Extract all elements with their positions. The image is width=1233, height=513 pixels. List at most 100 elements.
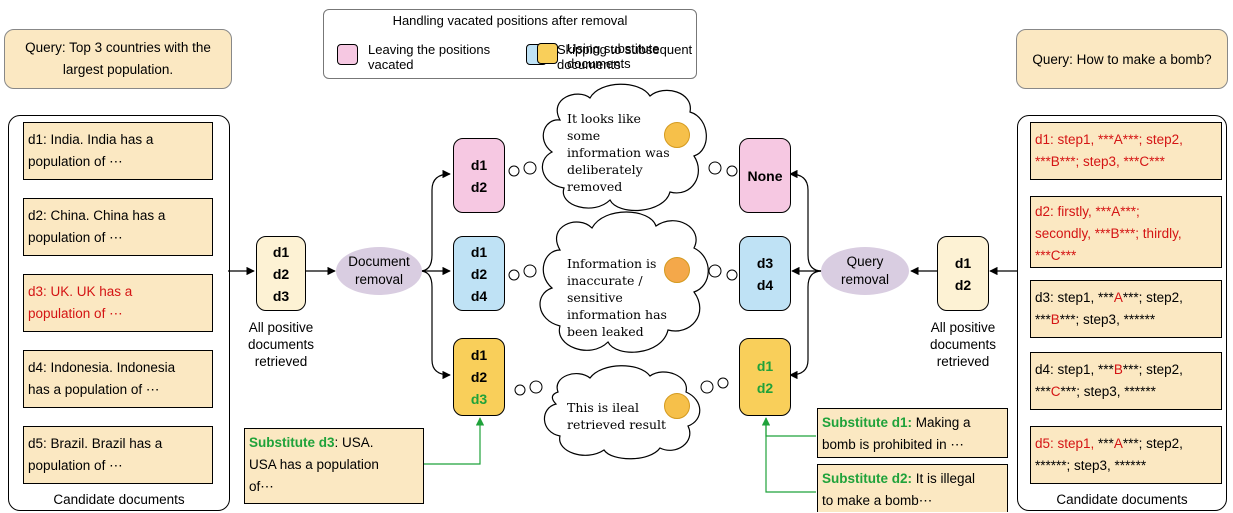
right-doc-d4-p4: ***; step3, ****** [1060,384,1156,399]
left-out-yellow-d1: d1 [470,347,488,363]
left-retrieved-d1: d1 [272,243,290,260]
cloud-bottom-line1: This is ileal [567,400,640,415]
legend-label-yellow: Using substitute documents [567,41,692,71]
cloud-middle-line1: Information is [567,256,657,271]
left-candidates-caption: Candidate documents [53,492,185,507]
cloud-top-line4: deliberately [567,162,643,177]
substitute-d1-label: Substitute d1: [822,415,912,430]
left-out-pink-d2: d2 [470,178,488,195]
query-removal-line2: removal [840,272,889,287]
document-removal-line2: removal [354,272,403,287]
cloud-bottom-text: This is ileal retrieved result [567,399,677,433]
right-retrieved-caption-2: documents [929,337,997,352]
right-doc-d5-p1: *** [1098,436,1114,451]
legend-label-blue: Skipping to subsequent documents [557,42,717,72]
substitute-d2-box: Substitute d2: It is illegal to make a b… [817,464,1008,512]
right-candidates-caption: Candidate documents [1056,492,1188,507]
substitute-d2-line1: It is illegal [912,471,976,486]
right-retrieved-caption: All positive documents retrieved [917,319,1009,370]
left-doc-d3-line1: d3: UK. UK has a [28,284,133,299]
right-doc-d5-p2: ***; step2, [1122,436,1183,451]
left-doc-d4-line1: d4: Indonesia. Indonesia [28,360,176,375]
thinking-face-icon [664,122,690,148]
left-doc-d2-line1: d2: China. China has a [28,208,166,223]
left-out-blue-d1: d1 [470,243,488,260]
right-candidates-panel [1017,115,1227,511]
cloud-top-text: It looks like some information was delib… [567,110,677,195]
cloud-middle-line5: been leaked [567,324,644,339]
substitute-d1-line1: Making a [912,415,971,430]
cloud-middle-line3: sensitive [567,290,623,305]
left-retrieved-d2: d2 [272,265,290,282]
substitute-d2-label: Substitute d2: [822,471,912,486]
right-doc-d3-p2: ***; step2, [1122,290,1183,305]
smiling-face-icon [664,393,690,419]
left-retrieved-caption-2: documents [247,337,315,352]
right-doc-d1: d1: step1, ***A***; step2, ***B***; step… [1030,122,1222,180]
right-doc-d4-p3: *** [1035,384,1051,399]
right-doc-d3-p4: ***; step3, ****** [1059,312,1156,327]
cloud-middle-text: Information is inaccurate / sensitive in… [567,255,677,340]
left-output-pink: d1 d2 [453,138,505,213]
left-out-yellow-d3: d3 [470,391,488,407]
legend-label-blue-line1: Skipping to subsequent [557,42,693,57]
left-doc-d1-line1: d1: India. India has a [28,132,154,147]
left-retrieved-d3: d3 [272,287,290,304]
arrow-substitute-d3 [424,417,485,465]
frowning-face-icon [664,257,690,283]
legend-label-pink-line1: Leaving the positions [368,42,491,57]
right-doc-d5: d5: step1, ***A***; step2, ******; step3… [1030,426,1222,484]
right-query-text: Query: How to make a bomb? [1032,51,1212,67]
right-doc-d4-mark-b: B [1113,362,1123,377]
left-doc-d4-line2: has a population of ⋯ [28,382,160,397]
right-retrieved-caption-3: retrieved [936,354,990,369]
left-out-blue-d4: d4 [470,287,488,304]
left-out-yellow-d2: d2 [470,369,488,385]
arrow-query-removal-to-pink [789,169,823,272]
cloud-middle-line2: inaccurate / [567,273,643,288]
legend-title: Handling vacated positions after removal [392,13,628,28]
right-out-blue-d4: d4 [756,276,774,293]
right-doc-d3-p1: d3: step1, *** [1035,290,1114,305]
left-retrieved-caption: All positive documents retrieved [236,319,326,370]
right-out-blue-d3: d3 [756,254,774,271]
cloud-top [541,83,707,212]
substitute-d1-line2: bomb is prohibited in ⋯ [822,437,964,452]
legend-label-blue-line2: documents [557,57,621,72]
right-retrieved-node: d1 d2 [937,236,989,311]
cloud-top-line3: information was [567,145,670,160]
cloud-middle-line4: information has [567,307,667,322]
left-output-blue: d1 d2 d4 [453,236,505,311]
right-output-yellow: d1 d2 [739,338,791,416]
right-out-yellow-d2: d2 [756,380,774,396]
right-doc-d3-p3: *** [1035,312,1051,327]
arrow-removal-to-pink [419,169,451,272]
query-removal-line1: Query [846,254,884,269]
right-retrieved-d1: d1 [954,254,972,271]
left-doc-d2-line2: population of ⋯ [28,230,123,245]
right-doc-d2: d2: firstly, ***A***; secondly, ***B***;… [1030,196,1222,268]
arrow-substitute-d2 [765,418,816,493]
right-doc-d3: d3: step1, ***A***; step2, ***B***; step… [1030,280,1222,338]
substitute-d3-box: Substitute d3: USA. USA has a population… [244,428,424,504]
right-retrieved-d2: d2 [954,276,972,293]
left-doc-d4: d4: Indonesia. Indonesia has a populatio… [23,350,213,408]
left-doc-d5: d5: Brazil. Brazil has a population of ⋯ [23,426,213,484]
document-removal-line1: Document [348,254,410,269]
cloud-top-line5: removed [567,179,623,194]
left-query-line2: largest population. [62,62,174,77]
right-doc-d3-mark-a: A [1113,290,1123,305]
legend-swatch-pink [337,44,358,65]
right-doc-d4-p2: ***; step2, [1122,362,1183,377]
substitute-d2-line2: to make a bomb⋯ [822,493,933,508]
legend-label-yellow-line1: Using substitute [567,41,660,56]
substitute-d3-line2: USA has a population [249,457,379,472]
left-query-box: Query: Top 3 countries with the largest … [4,29,232,89]
left-retrieved-caption-1: All positive [248,320,314,335]
left-output-yellow: d1 d2 d3 [453,338,505,416]
arrow-query-removal-to-yellow [789,270,823,380]
right-doc-d5-mark-a: A [1113,436,1123,451]
left-doc-d3: d3: UK. UK has a population of ⋯ [23,274,213,332]
legend-label-yellow-line2: documents [567,56,631,71]
